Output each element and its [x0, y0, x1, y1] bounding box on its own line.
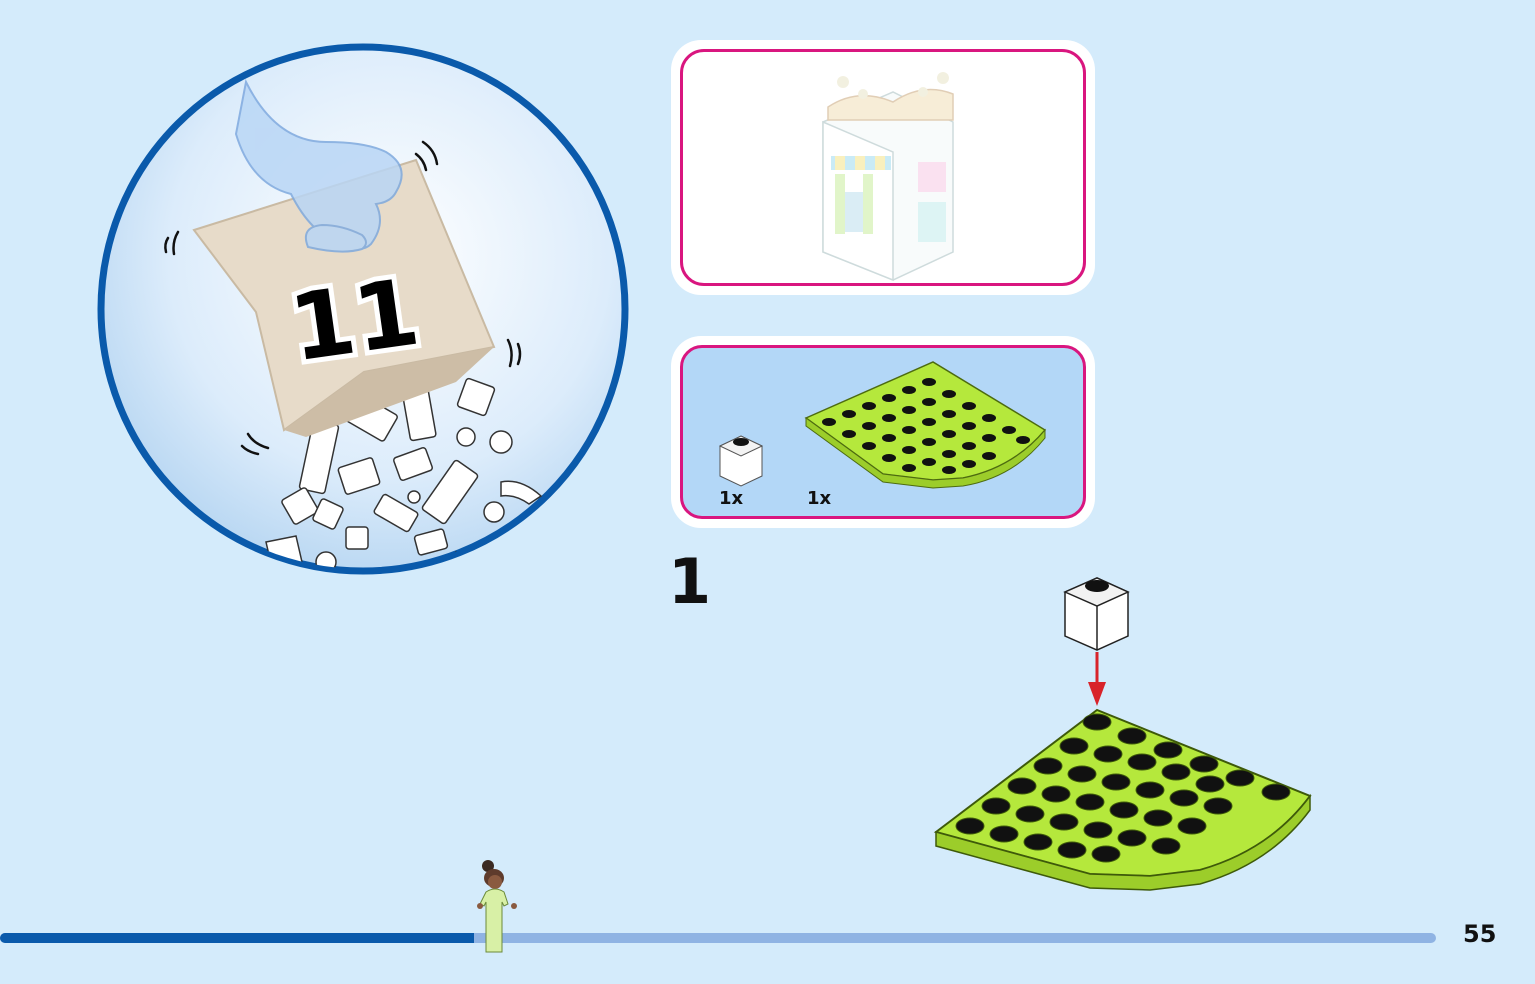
- hand-icon: [234, 78, 403, 253]
- part-quantity: 1x: [807, 488, 832, 509]
- lime-quarter-round-plate-icon: [933, 708, 1312, 891]
- falling-bricks-icon: [265, 377, 543, 569]
- model-preview-frame: [671, 40, 1095, 295]
- model-preview-icon: [822, 72, 954, 282]
- part-quantity: 1x: [719, 488, 744, 509]
- bag-opening-illustration: 11: [96, 42, 630, 576]
- lime-quarter-round-plate-icon: [804, 361, 1047, 489]
- step-number: 1: [668, 545, 712, 618]
- paper-bag-icon: [192, 158, 496, 437]
- step-assembly-illustration: [930, 570, 1320, 910]
- white-1x1-brick-icon: [718, 435, 764, 487]
- placement-arrow-icon: [1088, 652, 1106, 706]
- progress-bar-fill: [0, 933, 474, 943]
- progress-bar: [0, 933, 1436, 943]
- parts-list-panel: 1x 1x: [671, 336, 1095, 528]
- white-1x1-brick-icon: [1063, 577, 1130, 651]
- page-number: 55: [1463, 920, 1497, 948]
- bag-number: 11: [284, 259, 426, 383]
- minifigure-progress-marker-icon: [468, 858, 528, 958]
- shake-marks-icon: [164, 140, 522, 456]
